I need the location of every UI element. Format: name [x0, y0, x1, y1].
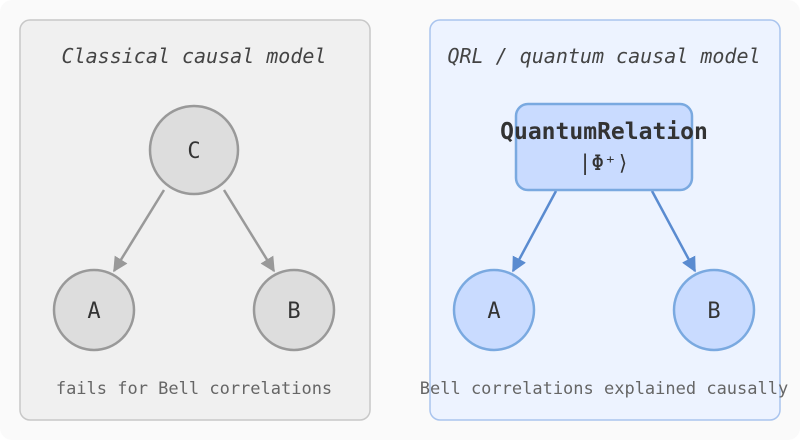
- node-a-label: A: [87, 299, 100, 324]
- node-c-label: C: [187, 139, 200, 164]
- quantum-panel: QRL / quantum causal model QuantumRelati…: [420, 19, 788, 421]
- node-b: [252, 268, 336, 352]
- node-c: [148, 104, 240, 196]
- edge-relation-a: [511, 190, 558, 273]
- classical-title: Classical causal model: [62, 44, 327, 68]
- quantum-title: QRL / quantum causal model: [447, 44, 760, 68]
- quantum-node-a-label: A: [487, 299, 500, 324]
- classical-panel-frame: [19, 19, 371, 421]
- edge-relation-b: [650, 190, 697, 273]
- quantum-node-b: [672, 268, 756, 352]
- quantum-relation-name: QuantumRelation: [500, 119, 708, 145]
- node-b-label: B: [287, 299, 300, 324]
- node-a: [52, 268, 136, 352]
- classical-caption: fails for Bell correlations: [56, 379, 332, 399]
- quantum-panel-frame: [429, 19, 781, 421]
- quantum-caption: Bell correlations explained causally: [420, 379, 788, 399]
- edge-c-a: [112, 189, 166, 273]
- quantum-node-b-label: B: [707, 299, 720, 324]
- quantum-relation-node: [514, 102, 694, 192]
- edge-c-b: [222, 189, 276, 273]
- quantum-relation-state: |Φ⁺⟩: [579, 151, 630, 176]
- classical-panel: Classical causal model C A B fails for B…: [19, 19, 371, 421]
- quantum-node-a: [452, 268, 536, 352]
